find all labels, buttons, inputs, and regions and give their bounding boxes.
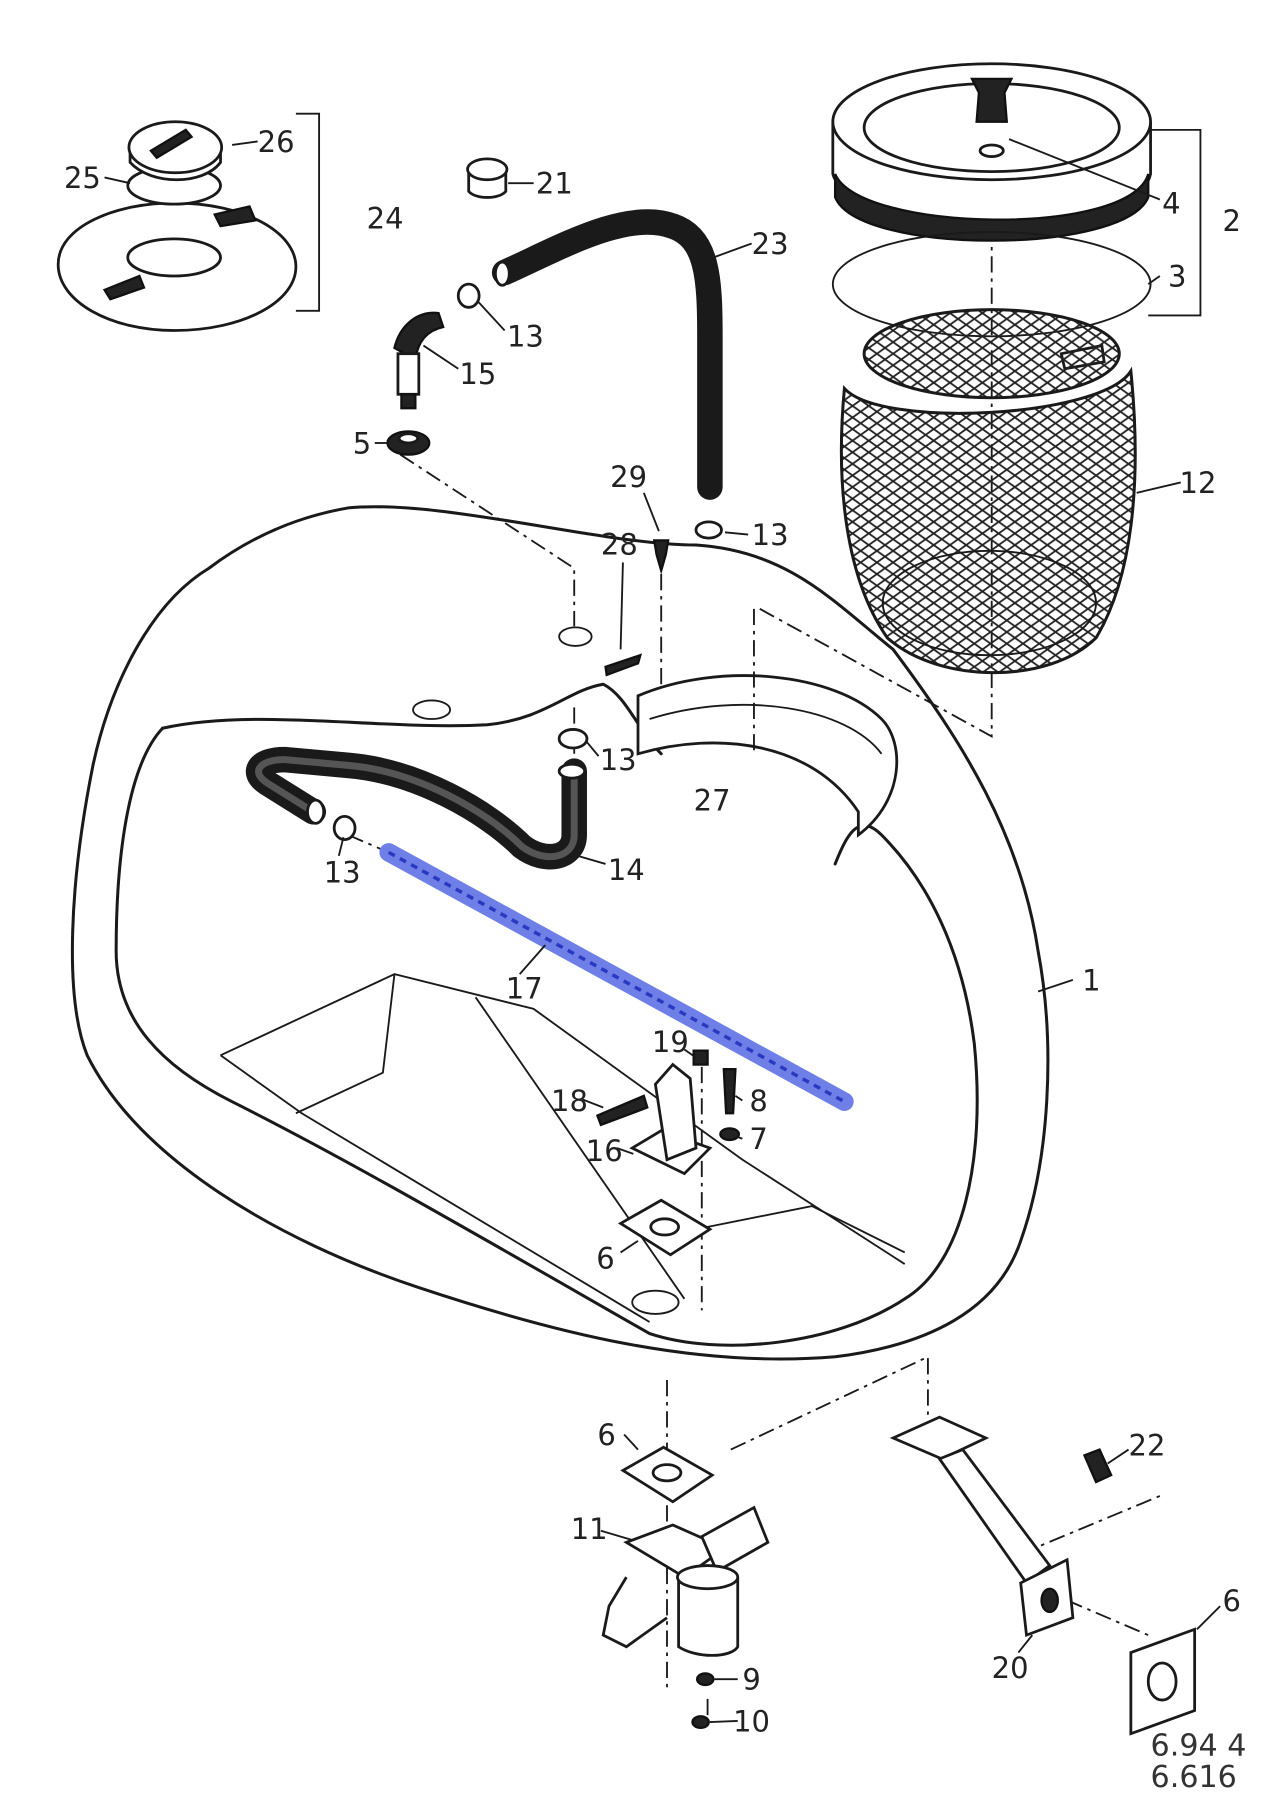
support-bracket-20	[889, 1415, 1113, 1638]
label-6: 6	[597, 1418, 615, 1452]
label-23: 23	[752, 227, 789, 261]
label-12: 12	[1180, 466, 1217, 500]
part-17-tube-highlighted[interactable]	[379, 843, 854, 1111]
elbow-fitting-15	[393, 311, 445, 410]
label-13: 13	[600, 743, 637, 777]
label-13: 13	[752, 518, 789, 552]
label-8: 8	[749, 1084, 767, 1118]
reference-code-2: 6.616	[1151, 1760, 1237, 1794]
label-7: 7	[749, 1122, 767, 1156]
cap-21	[466, 157, 509, 199]
label-27: 27	[694, 784, 731, 818]
gaskets-6	[617, 1198, 1197, 1736]
strainer-basket-12	[839, 308, 1137, 675]
leader-lines	[104, 138, 1221, 1724]
label-1: 1	[1082, 963, 1100, 997]
washers-13	[332, 282, 723, 841]
part-28-clip	[604, 653, 643, 677]
tank-body	[70, 505, 1050, 1361]
label-17: 17	[506, 971, 543, 1005]
label-16: 16	[586, 1134, 623, 1168]
label-2: 2	[1222, 204, 1240, 238]
strainer-cover-2	[831, 62, 1202, 317]
screw-29	[652, 539, 670, 575]
filler-cap-assembly-24	[56, 112, 321, 332]
valve-11	[601, 1505, 770, 1730]
label-3: 3	[1168, 259, 1186, 293]
label-13: 13	[324, 856, 361, 890]
label-5: 5	[353, 426, 371, 460]
label-22: 22	[1129, 1428, 1166, 1462]
label-15: 15	[459, 357, 496, 391]
nut-5	[386, 430, 431, 456]
label-9: 9	[742, 1663, 760, 1697]
label-10: 10	[733, 1704, 770, 1738]
label-13: 13	[507, 320, 544, 354]
label-24: 24	[367, 201, 404, 235]
label-4: 4	[1162, 186, 1180, 220]
hose-14	[245, 746, 587, 870]
label-25: 25	[64, 161, 101, 195]
reference-code-1: 6.94 4	[1151, 1729, 1247, 1764]
label-20: 20	[992, 1651, 1029, 1685]
label-19: 19	[652, 1025, 689, 1059]
hose-23	[491, 209, 723, 500]
label-14: 14	[608, 853, 645, 887]
filler-flange-gasket	[636, 674, 899, 838]
part-labels: 26 25 24 21 23 13 15 5 4 2 3 12 29 28 13…	[64, 125, 1241, 1738]
label-18: 18	[551, 1084, 588, 1118]
label-6: 6	[1222, 1584, 1240, 1618]
label-26: 26	[258, 125, 295, 159]
label-6: 6	[596, 1242, 614, 1276]
label-21: 21	[536, 167, 573, 201]
label-11: 11	[571, 1512, 608, 1546]
label-29: 29	[610, 460, 647, 494]
bracket-16	[595, 1049, 741, 1176]
label-28: 28	[601, 527, 638, 561]
